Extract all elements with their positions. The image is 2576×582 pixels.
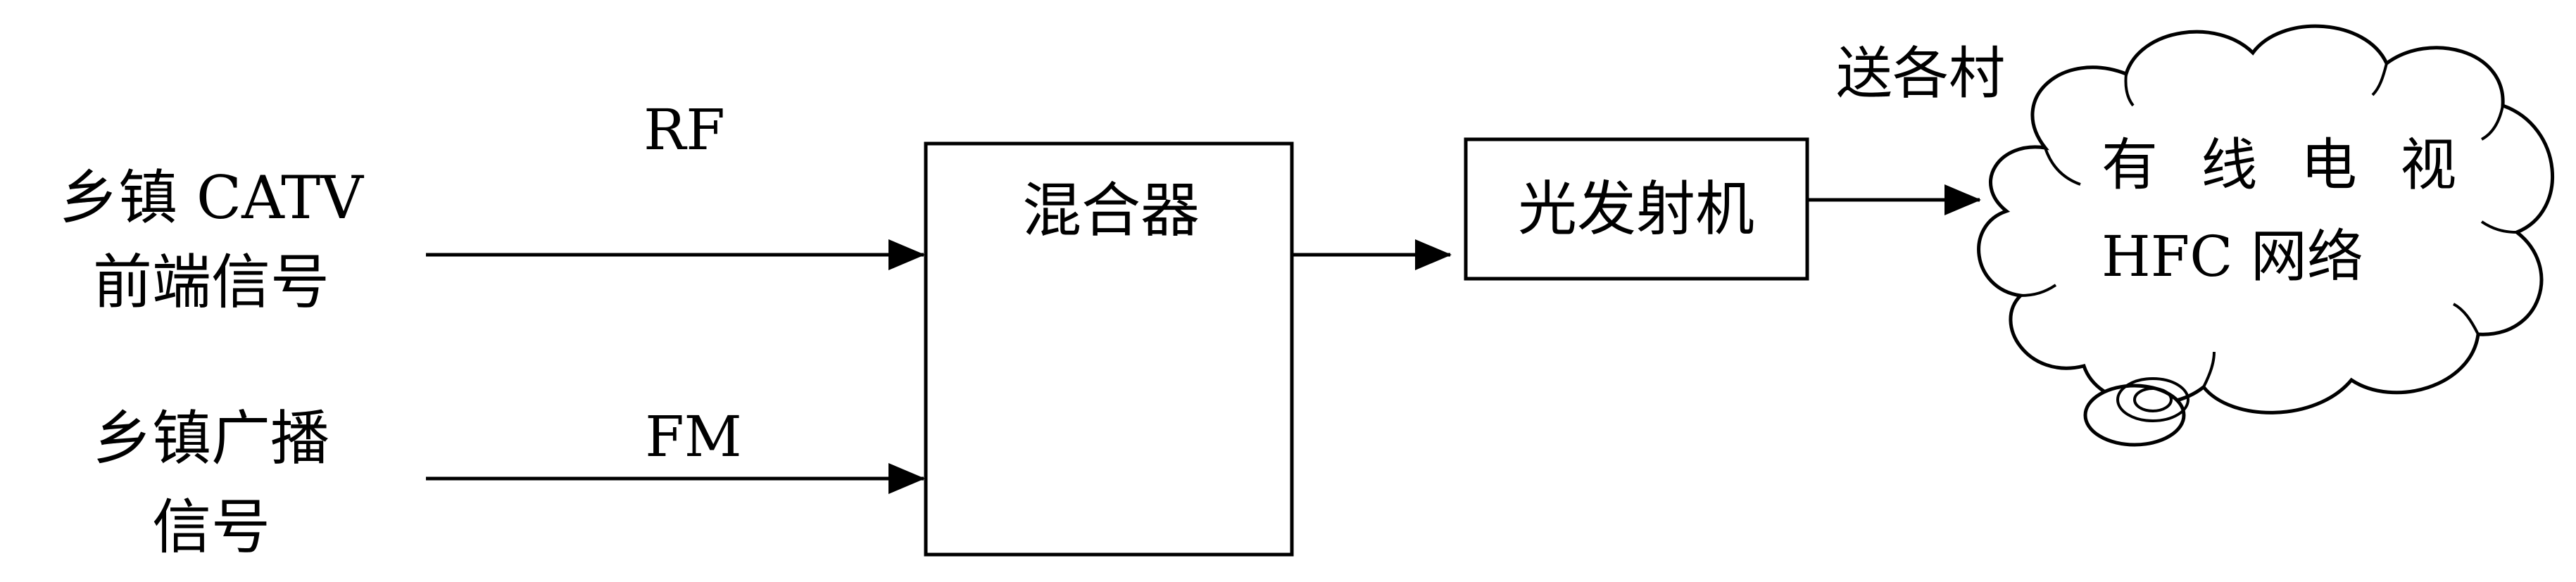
cloud-tail-inner-ring bbox=[2116, 377, 2189, 422]
cloud-detail-arcs bbox=[2020, 63, 2518, 388]
mixer-label: 混合器 bbox=[1022, 176, 1200, 245]
catv-input-label-line2: 前端信号 bbox=[93, 248, 329, 317]
cloud-shape bbox=[1977, 24, 2555, 415]
optical-transmitter-block bbox=[1464, 137, 1809, 281]
cloud-tail-small-bubble bbox=[2133, 387, 2173, 412]
mixer-block bbox=[924, 141, 1294, 557]
radio-input-label-line1: 乡镇广播 bbox=[93, 404, 329, 473]
output-destination-label: 送各村 bbox=[1836, 41, 2005, 106]
fm-signal-label: FM bbox=[645, 404, 741, 469]
catv-input-label-line1: 乡镇 CATV bbox=[59, 163, 364, 232]
radio-input-label-line2: 信号 bbox=[152, 493, 270, 562]
optical-transmitter-label: 光发射机 bbox=[1518, 175, 1754, 243]
cloud-label-line2: HFC 网络 bbox=[2101, 224, 2363, 289]
cloud-label-line1: 有 线 电 视 bbox=[2101, 132, 2469, 198]
cloud-tail-large-bubble bbox=[2083, 384, 2186, 447]
rf-signal-label: RF bbox=[643, 97, 725, 163]
